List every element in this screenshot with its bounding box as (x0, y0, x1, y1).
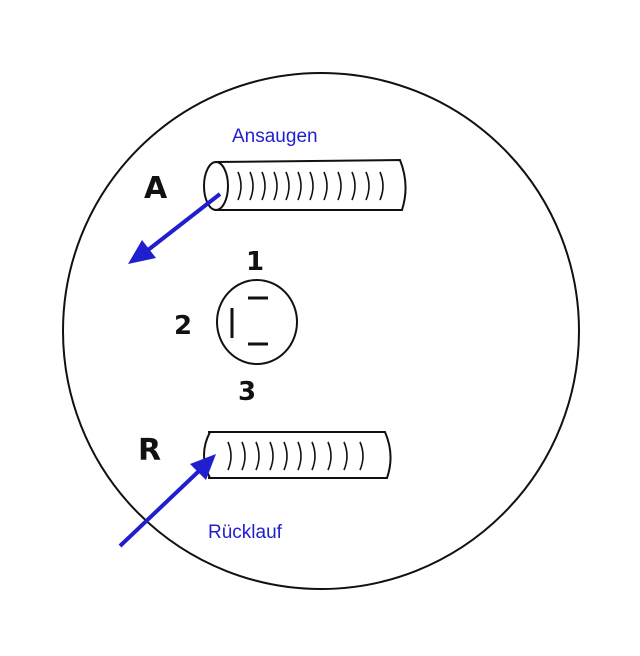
return-label: Rücklauf (208, 522, 283, 543)
port-a-label: A (144, 171, 168, 206)
intake-arrow-icon (128, 192, 222, 264)
position-3-label: 3 (238, 377, 256, 407)
return-tube (203, 431, 392, 479)
position-2-label: 2 (174, 311, 192, 341)
return-arrow-icon (118, 454, 216, 548)
outer-circle (62, 72, 580, 590)
selector-valve (216, 279, 298, 365)
intake-tube (203, 158, 407, 211)
intake-label: Ansaugen (232, 126, 318, 147)
position-1-label: 1 (246, 247, 264, 277)
port-r-label: R (138, 433, 161, 468)
